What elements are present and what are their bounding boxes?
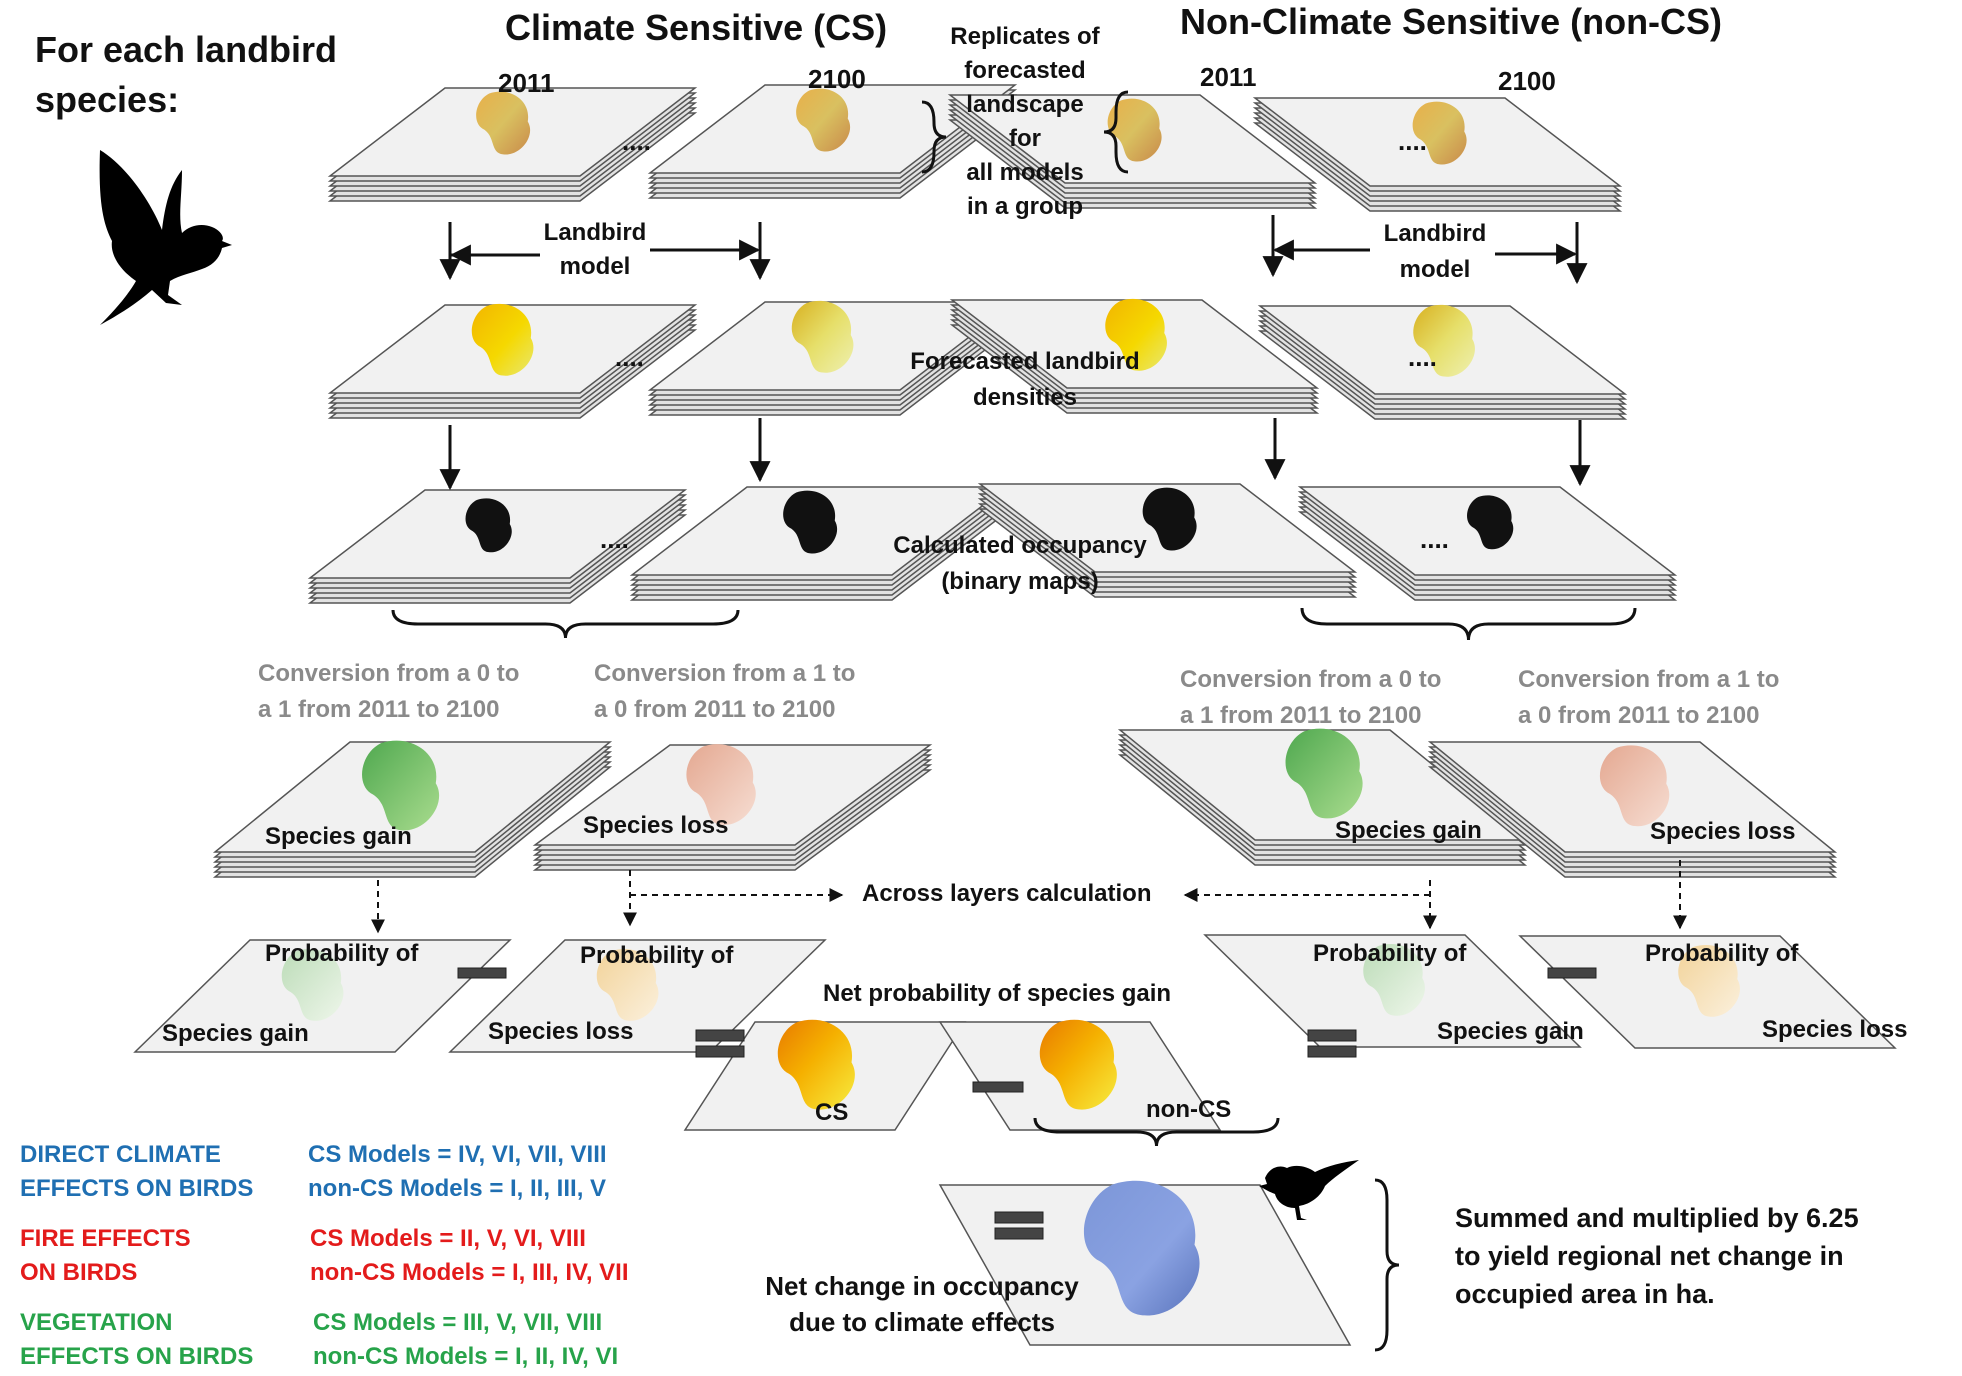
noncs-loss-stack-map <box>1599 745 1670 827</box>
noncs-prob-loss-map <box>1678 944 1740 1017</box>
cs-occupancy-2011-map <box>465 498 512 553</box>
ellipsis: .... <box>1408 342 1437 372</box>
noncs-probability-gain-label: Species gain <box>1437 1018 1584 1045</box>
net-cs-map-map <box>777 1019 855 1110</box>
cs-prob-gain-map <box>281 948 344 1021</box>
cs-year-2011: 2011 <box>498 68 555 98</box>
noncs-prob-gain-map <box>1363 943 1425 1016</box>
cs-probability-loss: Probability of <box>580 942 734 969</box>
equals-sign-top <box>994 1211 1044 1224</box>
noncs-occupancy-2011-map <box>1142 487 1197 551</box>
noncs-density-2100-map <box>1413 304 1475 377</box>
noncs-gain-stack-map <box>1285 728 1363 819</box>
ellipsis: .... <box>622 126 651 156</box>
noncs-probability-loss-label: Species loss <box>1762 1016 1908 1043</box>
net-probability-title: Net probability of species gain <box>823 980 1172 1007</box>
noncs-probability-gain: Probability of <box>1313 940 1467 967</box>
noncs-landscape-2100-map <box>1412 101 1467 165</box>
cs-landscape-2100-map <box>796 88 851 152</box>
cs-title: Climate Sensitive (CS) <box>505 7 888 48</box>
equals-sign-bottom <box>1307 1045 1357 1058</box>
noncs-density-2011-map <box>1105 298 1167 371</box>
noncs-occupancy-2100 <box>1297 486 1678 601</box>
equals-sign-bottom <box>994 1227 1044 1240</box>
noncs-occupancy-2100-map <box>1467 495 1514 550</box>
noncs-occupancy-brace <box>1300 607 1637 641</box>
noncs-probability-loss: Probability of <box>1645 940 1799 967</box>
cs-landscape-2011-map <box>476 91 531 155</box>
intro-line-2: species: <box>35 79 180 120</box>
across-layers-label: Across layers calculation <box>862 880 1152 907</box>
cs-loss-stack-map <box>686 744 756 825</box>
cs-occupancy-brace <box>391 609 740 639</box>
cs-gain-stack-map <box>362 740 440 831</box>
occupancy-label: Calculated occupancy(binary maps) <box>893 532 1147 595</box>
small-bird-icon <box>1259 1160 1359 1220</box>
noncs-year-2100: 2100 <box>1498 66 1556 96</box>
bird-icon <box>99 150 232 325</box>
ellipsis: .... <box>1398 126 1427 156</box>
minus-sign <box>972 1081 1024 1093</box>
noncs-species-loss: Species loss <box>1650 818 1796 845</box>
noncs-gain-stack <box>1117 729 1528 866</box>
cs-prob-loss-map <box>596 948 659 1021</box>
cs-occupancy-2100-map <box>783 490 838 554</box>
summary-brace <box>1374 1178 1400 1352</box>
cs-probability-gain-label: Species gain <box>162 1020 309 1047</box>
minus-sign <box>1547 967 1597 979</box>
noncs-title: Non-Climate Sensitive (non-CS) <box>1180 1 1723 42</box>
minus-sign <box>457 967 507 979</box>
ellipsis: .... <box>615 342 644 372</box>
replicates-brace-left <box>921 100 947 174</box>
intro-line-1: For each landbird <box>35 29 338 70</box>
cs-density-2100-map <box>791 300 854 373</box>
equals-sign-top <box>1307 1029 1357 1042</box>
cs-probability-gain: Probability of <box>265 940 419 967</box>
cs-probability-loss-label: Species loss <box>488 1018 634 1045</box>
equals-sign-top <box>695 1029 745 1042</box>
equals-sign-bottom <box>695 1045 745 1058</box>
ellipsis: .... <box>1420 524 1449 554</box>
cs-year-2100: 2100 <box>808 64 866 94</box>
replicates-brace-right <box>1103 90 1129 174</box>
cs-density-2011-map <box>471 303 534 376</box>
net-change-map-map <box>1083 1180 1200 1316</box>
net-cs-label: CS <box>815 1099 849 1126</box>
cs-species-gain: Species gain <box>265 823 412 850</box>
net-noncs-map-map <box>1039 1019 1117 1110</box>
noncs-landscape-2011-map <box>1107 98 1162 162</box>
noncs-species-gain: Species gain <box>1335 817 1482 844</box>
noncs-year-2011: 2011 <box>1200 62 1257 92</box>
net-noncs-label: non-CS <box>1146 1096 1232 1123</box>
net-brace <box>1033 1117 1280 1147</box>
ellipsis: .... <box>600 524 629 554</box>
cs-species-loss: Species loss <box>583 812 729 839</box>
noncs-landscape-2011 <box>947 94 1318 209</box>
